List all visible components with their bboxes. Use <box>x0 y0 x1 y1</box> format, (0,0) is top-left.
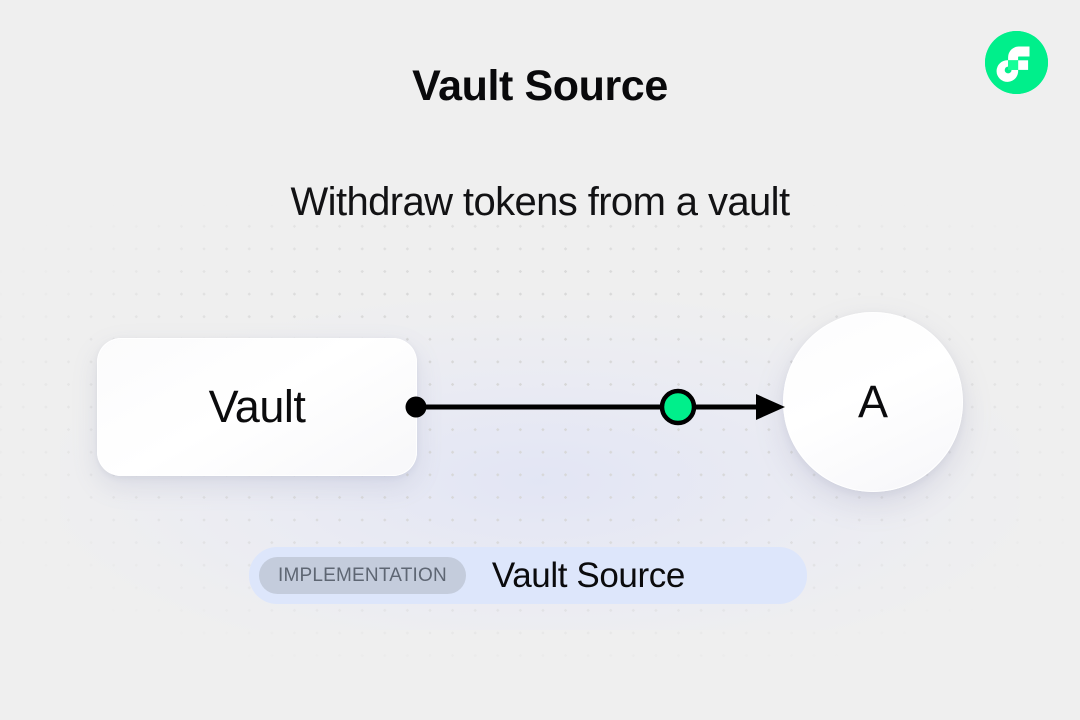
edge-midpoint-dot <box>659 388 697 426</box>
node-a-label: A <box>857 376 888 427</box>
arrow-head-icon <box>756 394 785 420</box>
page-subtitle: Withdraw tokens from a vault <box>290 180 791 224</box>
edge-vault-to-a[interactable] <box>395 375 795 439</box>
node-vault-label: Vault <box>208 381 306 432</box>
implementation-chip: IMPLEMENTATION <box>259 557 466 594</box>
implementation-name: Vault Source <box>491 555 685 595</box>
page-title: Vault Source <box>412 62 668 110</box>
flow-logo-icon <box>985 31 1048 94</box>
implementation-badge: IMPLEMENTATION Vault Source <box>249 547 807 604</box>
node-a[interactable]: A <box>783 312 963 492</box>
source-handle-dot <box>405 396 427 418</box>
node-vault[interactable]: Vault <box>97 338 417 476</box>
